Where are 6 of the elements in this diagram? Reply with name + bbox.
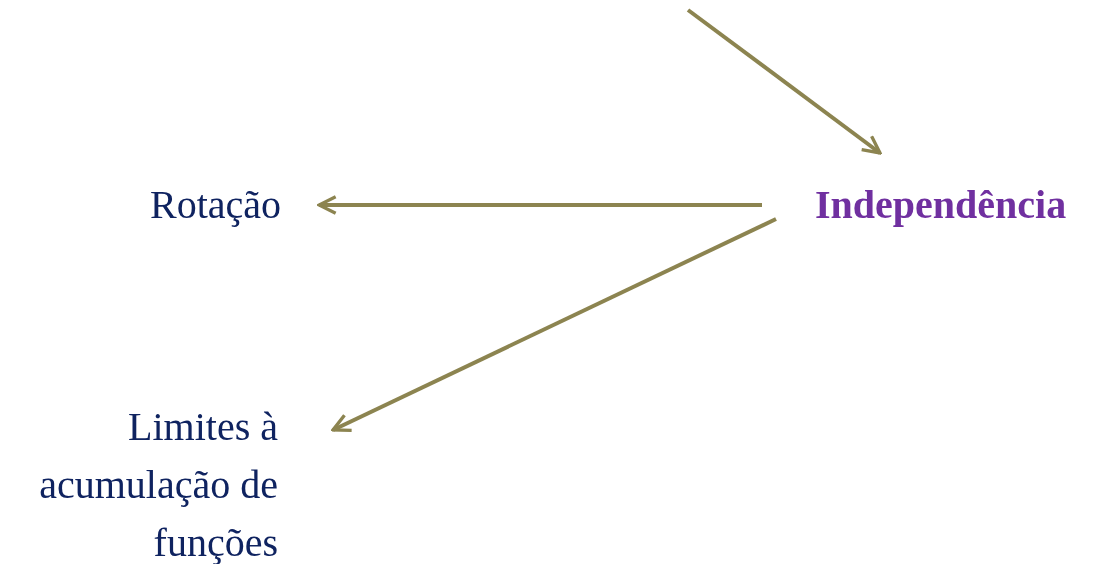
arrow	[317, 195, 762, 215]
arrow	[686, 8, 882, 155]
concept-label: Rotação	[150, 176, 282, 234]
arrow	[331, 217, 777, 432]
concept-label: Limites à acumulação de funções	[8, 398, 278, 564]
central-concept-label: Independência	[815, 176, 1067, 234]
